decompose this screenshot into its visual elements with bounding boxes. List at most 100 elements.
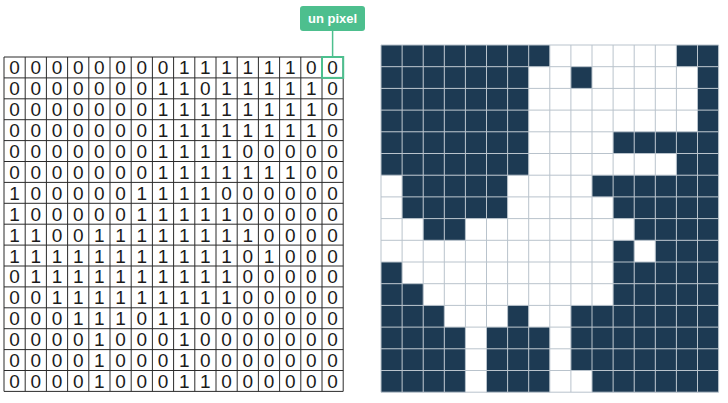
bit-value: 1 bbox=[174, 163, 195, 182]
bit-value: 0 bbox=[301, 247, 322, 266]
bit-value: 1 bbox=[89, 288, 110, 307]
dark-pixel bbox=[465, 154, 486, 176]
bit-value: 1 bbox=[4, 226, 25, 245]
bit-value: 1 bbox=[131, 205, 152, 224]
dark-pixel bbox=[698, 110, 719, 132]
bit-value: 0 bbox=[301, 309, 322, 328]
bit-value: 0 bbox=[301, 184, 322, 203]
dark-pixel bbox=[402, 132, 423, 154]
bit-value: 0 bbox=[301, 351, 322, 370]
dark-pixel bbox=[676, 240, 697, 262]
bit-value: 0 bbox=[195, 79, 216, 98]
bit-value: 0 bbox=[131, 121, 152, 140]
bit-value: 1 bbox=[89, 330, 110, 349]
bit-value: 0 bbox=[46, 184, 67, 203]
bit-value: 0 bbox=[322, 100, 343, 119]
dark-pixel bbox=[423, 349, 444, 371]
bit-value: 0 bbox=[46, 351, 67, 370]
table-grid-line bbox=[343, 57, 344, 391]
bit-value: 0 bbox=[46, 142, 67, 161]
bit-value: 0 bbox=[237, 267, 258, 286]
bit-value: 0 bbox=[280, 351, 301, 370]
bit-value: 1 bbox=[152, 288, 173, 307]
bit-value: 0 bbox=[322, 247, 343, 266]
bit-value: 1 bbox=[89, 267, 110, 286]
bit-value: 0 bbox=[110, 142, 131, 161]
dark-pixel bbox=[423, 219, 444, 241]
table-grid-line bbox=[4, 245, 343, 246]
dark-pixel bbox=[676, 154, 697, 176]
bit-value: 1 bbox=[195, 372, 216, 391]
bit-value: 0 bbox=[68, 330, 89, 349]
bit-value: 1 bbox=[174, 100, 195, 119]
bit-value: 0 bbox=[258, 184, 279, 203]
bit-value: 0 bbox=[89, 100, 110, 119]
bit-value: 0 bbox=[322, 330, 343, 349]
bit-value: 1 bbox=[258, 247, 279, 266]
bit-value: 0 bbox=[322, 309, 343, 328]
bit-value: 0 bbox=[280, 142, 301, 161]
bit-value: 0 bbox=[258, 142, 279, 161]
dark-pixel bbox=[444, 175, 465, 197]
bit-value: 0 bbox=[110, 351, 131, 370]
dark-pixel bbox=[613, 284, 634, 306]
bit-value: 0 bbox=[110, 330, 131, 349]
dark-pixel bbox=[655, 349, 676, 371]
bit-value: 1 bbox=[280, 58, 301, 77]
bit-value: 1 bbox=[152, 121, 173, 140]
dark-pixel bbox=[381, 67, 402, 89]
bit-value: 0 bbox=[280, 184, 301, 203]
dark-pixel bbox=[402, 110, 423, 132]
table-grid-line bbox=[4, 266, 343, 267]
bit-value: 0 bbox=[110, 79, 131, 98]
dark-pixel bbox=[676, 327, 697, 349]
dark-pixel bbox=[381, 284, 402, 306]
bit-value: 1 bbox=[174, 330, 195, 349]
pixel-grid-line bbox=[613, 45, 614, 392]
bit-value: 0 bbox=[237, 351, 258, 370]
bit-value: 0 bbox=[4, 58, 25, 77]
dark-pixel bbox=[698, 349, 719, 371]
bit-value: 0 bbox=[68, 184, 89, 203]
bit-value: 0 bbox=[131, 100, 152, 119]
dark-pixel bbox=[444, 67, 465, 89]
bit-value: 0 bbox=[280, 309, 301, 328]
bit-value: 0 bbox=[110, 100, 131, 119]
dark-pixel bbox=[487, 371, 508, 393]
bit-value: 0 bbox=[68, 163, 89, 182]
bit-value: 1 bbox=[216, 79, 237, 98]
dark-pixel bbox=[402, 305, 423, 327]
bit-value: 1 bbox=[110, 247, 131, 266]
dark-pixel bbox=[613, 132, 634, 154]
dark-pixel bbox=[655, 175, 676, 197]
bit-value: 0 bbox=[131, 79, 152, 98]
table-grid-line bbox=[4, 328, 343, 329]
dark-pixel bbox=[655, 219, 676, 241]
bit-value: 0 bbox=[110, 372, 131, 391]
dark-pixel bbox=[655, 197, 676, 219]
dark-pixel bbox=[529, 327, 550, 349]
pixel-grid-line bbox=[381, 305, 719, 306]
bit-value: 0 bbox=[25, 184, 46, 203]
bit-value: 1 bbox=[195, 205, 216, 224]
bit-value: 1 bbox=[216, 163, 237, 182]
dark-pixel bbox=[423, 371, 444, 393]
dark-pixel bbox=[381, 154, 402, 176]
dark-pixel bbox=[571, 305, 592, 327]
dark-pixel bbox=[613, 262, 634, 284]
dark-pixel bbox=[613, 349, 634, 371]
bit-value: 0 bbox=[4, 267, 25, 286]
bit-value: 0 bbox=[301, 267, 322, 286]
bit-value: 0 bbox=[258, 205, 279, 224]
dark-pixel bbox=[634, 305, 655, 327]
bit-value: 0 bbox=[4, 121, 25, 140]
dark-pixel bbox=[402, 175, 423, 197]
dark-pixel bbox=[381, 88, 402, 110]
bit-value: 0 bbox=[46, 372, 67, 391]
bit-value: 0 bbox=[280, 288, 301, 307]
table-grid-line bbox=[279, 57, 280, 391]
bit-value: 1 bbox=[174, 205, 195, 224]
dark-pixel bbox=[676, 349, 697, 371]
bit-value: 1 bbox=[258, 163, 279, 182]
